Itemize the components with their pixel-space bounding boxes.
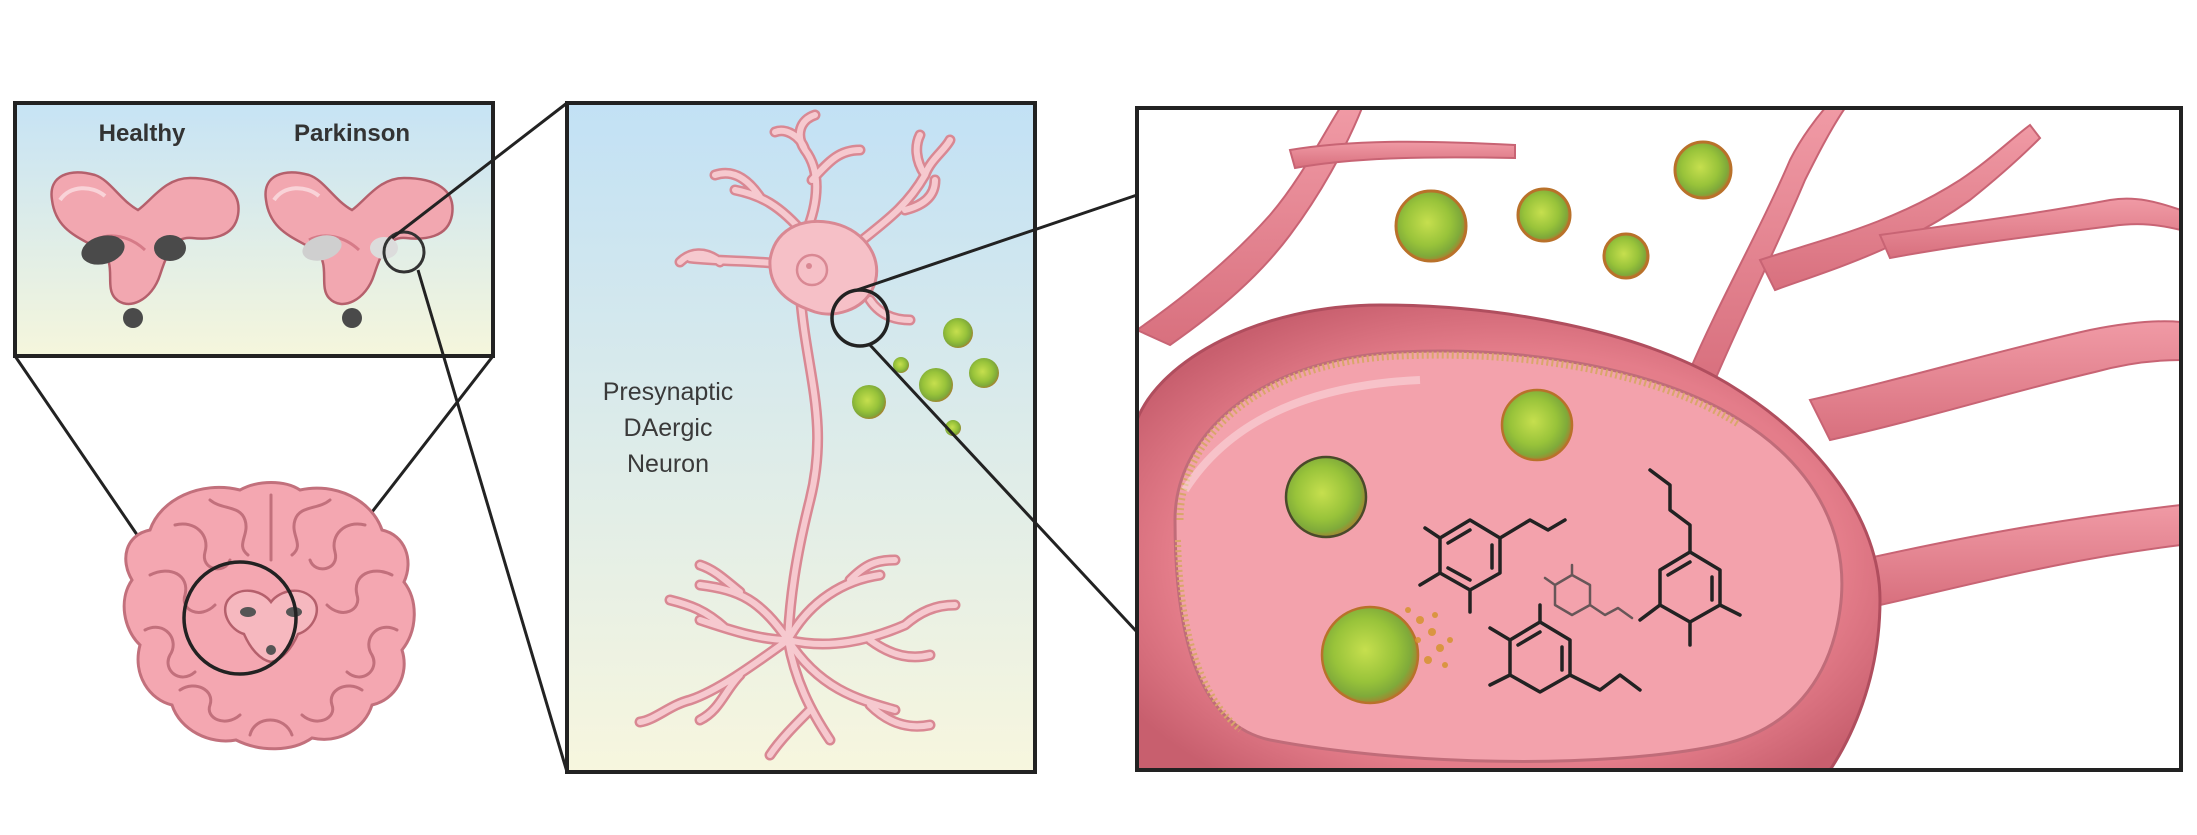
dopamine-molecule-icon: [1418, 468, 1742, 694]
neuron-panel: Presynaptic DAergic Neuron: [565, 101, 1037, 774]
synapse-panel-frame: [1135, 106, 2183, 772]
vesicle-icon: [1284, 140, 1733, 705]
zoom-circle-brain: [182, 560, 298, 676]
neuron-label-line3: Neuron: [627, 450, 709, 478]
neuron-label-line1: Presynaptic: [603, 378, 734, 406]
nuclear-membrane: [1176, 351, 1740, 521]
neuron-nucleus: [795, 253, 829, 287]
healthy-label: Healthy: [99, 120, 186, 147]
synapse-panel: [1135, 106, 2183, 772]
zoom-line: [856, 193, 1138, 292]
brain-icon: [122, 481, 416, 751]
midbrain-panel: Healthy Parkinson: [13, 101, 495, 358]
zoom-line: [391, 101, 568, 240]
midbrain-parkinson-icon: [264, 171, 454, 328]
parkinson-label: Parkinson: [294, 120, 410, 147]
neuron-label-line2: DAergic: [624, 414, 713, 442]
midbrain-healthy-icon: [50, 171, 240, 328]
zoom-line: [416, 269, 569, 773]
dopamine-molecule-icon: [1543, 563, 1634, 620]
vesicle-icon: [852, 318, 999, 436]
zoom-line: [868, 343, 1139, 634]
zoom-circle-small: [382, 230, 426, 274]
